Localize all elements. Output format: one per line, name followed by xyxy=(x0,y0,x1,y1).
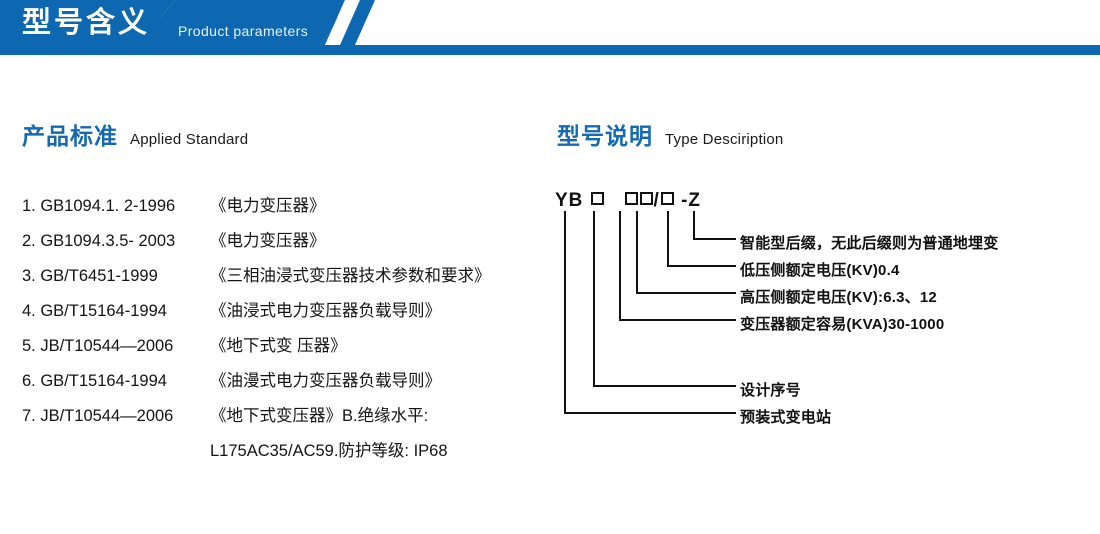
standard-row: L175AC35/AC59.防护等级: IP68 xyxy=(22,437,542,472)
applied-standard-heading-cn: 产品标准 xyxy=(22,123,118,149)
standard-name: 《电力变压器》 xyxy=(210,197,326,215)
type-label-substation: 预装式变电站 xyxy=(740,409,832,426)
applied-standard-heading-en: Applied Standard xyxy=(130,131,249,148)
type-code-dash: - xyxy=(681,190,689,211)
standard-row: 4. GB/T15164-1994 《油浸式电力变压器负载导则》 xyxy=(22,297,542,332)
standard-name: 《油浸式电力变压器负载导则》 xyxy=(210,302,441,320)
standard-code: 5. JB/T10544—2006 xyxy=(22,337,174,355)
standard-code: 6. GB/T15164-1994 xyxy=(22,372,167,390)
type-code-box-3 xyxy=(639,192,653,205)
type-label-design-serial: 设计序号 xyxy=(740,382,801,399)
standard-row: 3. GB/T6451-1999 《三相油浸式变压器技术参数和要求》 xyxy=(22,262,542,297)
type-code-box-4 xyxy=(660,192,674,205)
standard-name: 《油漫式电力变压器负载导则》 xyxy=(210,372,441,390)
standard-code: 7. JB/T10544—2006 xyxy=(22,407,174,425)
type-code-prefix: YB xyxy=(555,190,584,211)
page-title: 型号含义 xyxy=(22,7,151,39)
standard-row: 2. GB1094.3.5- 2003 《电力变压器》 xyxy=(22,227,542,262)
type-label-hv-rated-voltage: 高压侧额定电压(KV):6.3、12 xyxy=(740,289,937,306)
type-code-suffix: Z xyxy=(688,190,702,211)
type-label-smart-suffix: 智能型后缀，无此后缀则为普通地埋变 xyxy=(740,235,999,252)
type-code-separator: / xyxy=(653,190,660,211)
type-label-rated-capacity: 变压器额定容易(KVA)30-1000 xyxy=(740,316,945,333)
standard-name: 《地下式变压器》B.绝缘水平: xyxy=(210,407,429,425)
standard-row: 7. JB/T10544—2006 《地下式变压器》B.绝缘水平: xyxy=(22,402,542,437)
standard-name: L175AC35/AC59.防护等级: IP68 xyxy=(210,442,448,460)
page-subtitle: Product parameters xyxy=(178,23,309,39)
type-description-heading: 型号说明 Type Desciription xyxy=(557,117,783,151)
standard-name: 《电力变压器》 xyxy=(210,232,326,250)
leader-lines xyxy=(564,211,736,414)
standard-name: 《地下式变 压器》 xyxy=(210,337,347,355)
header-banner-shape xyxy=(0,0,1100,55)
type-description-diagram: YB / -Z 智能型后缀，无此后缀则为普通地埋变 低压侧额定电压(KV)0.4… xyxy=(545,190,1090,435)
standard-row: 5. JB/T10544—2006 《地下式变 压器》 xyxy=(22,332,542,367)
type-label-lv-rated-voltage: 低压侧额定电压(KV)0.4 xyxy=(740,262,900,279)
standard-row: 6. GB/T15164-1994 《油漫式电力变压器负载导则》 xyxy=(22,367,542,402)
type-code-string: YB / -Z xyxy=(555,190,701,212)
standard-name: 《三相油浸式变压器技术参数和要求》 xyxy=(210,267,491,285)
applied-standard-heading: 产品标准 Applied Standard xyxy=(22,117,248,151)
type-description-heading-en: Type Desciription xyxy=(665,131,784,148)
standard-code: 4. GB/T15164-1994 xyxy=(22,302,167,320)
standard-code: 3. GB/T6451-1999 xyxy=(22,267,158,285)
type-description-heading-cn: 型号说明 xyxy=(557,123,653,149)
page-header: 型号含义 Product parameters xyxy=(0,0,1100,55)
standard-code: 2. GB1094.3.5- 2003 xyxy=(22,232,176,250)
type-code-box-2 xyxy=(624,192,638,205)
standard-code: 1. GB1094.1. 2-1996 xyxy=(22,197,176,215)
standards-list: 1. GB1094.1. 2-1996《电力变压器》2. GB1094.3.5-… xyxy=(22,192,542,472)
standard-row: 1. GB1094.1. 2-1996 《电力变压器》 xyxy=(22,192,542,227)
type-code-box-1 xyxy=(590,192,604,205)
